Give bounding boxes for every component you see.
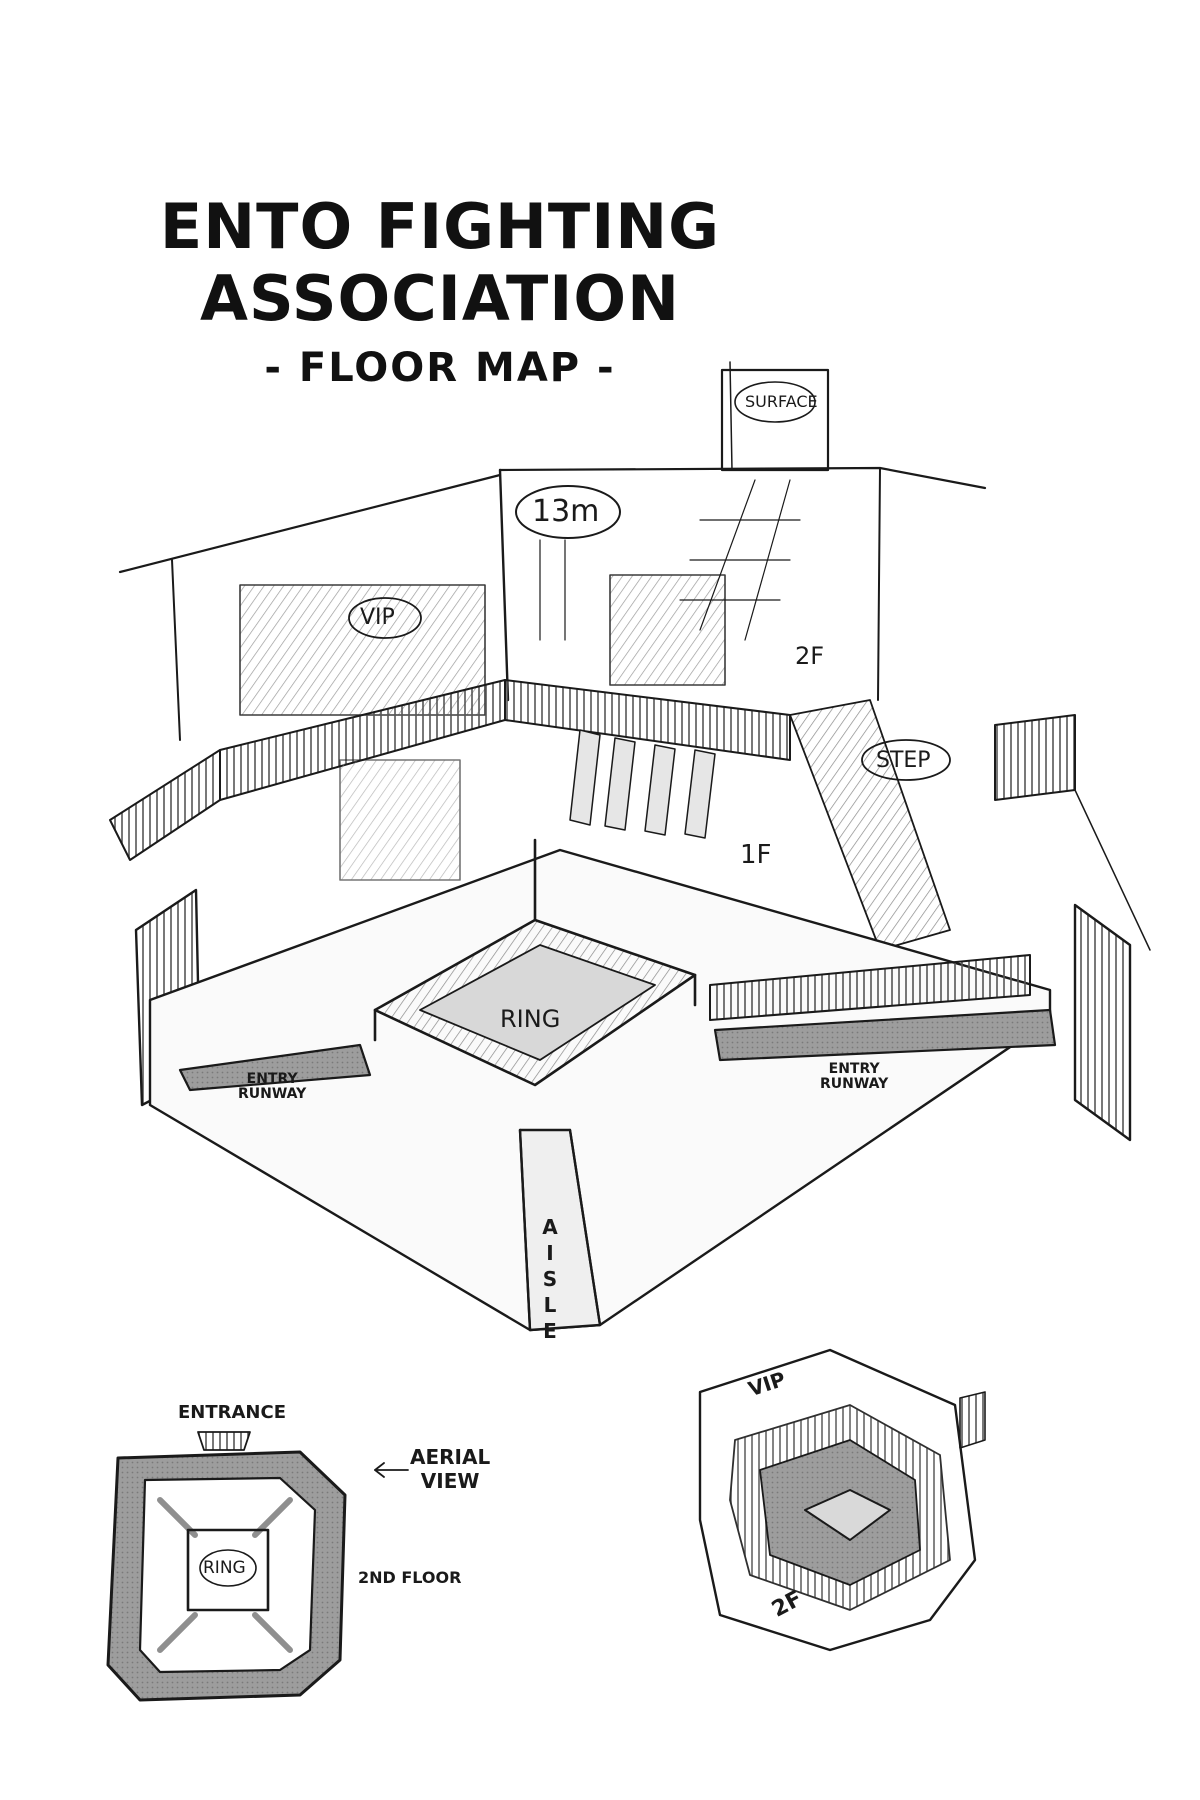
entry-runway-left-label: ENTRY RUNWAY bbox=[238, 1071, 307, 1102]
right-wall-railing bbox=[994, 714, 1076, 801]
mini-door bbox=[959, 1391, 986, 1449]
height-circle bbox=[515, 485, 621, 539]
main-isometric-sketch bbox=[109, 361, 1151, 1332]
page-title-line1: ENTO FIGHTING bbox=[159, 190, 721, 263]
mini-ring bbox=[804, 1489, 891, 1541]
page-subtitle: - FLOOR MAP - bbox=[264, 345, 616, 391]
entry-runway-left bbox=[178, 1043, 372, 1092]
aerial-ring bbox=[186, 1528, 270, 1612]
second-floor-label: 2F bbox=[795, 642, 825, 670]
entry-runway-right bbox=[713, 1008, 1057, 1062]
height-label: 13m bbox=[532, 494, 600, 529]
vip-circle bbox=[348, 597, 422, 639]
right-door bbox=[1073, 903, 1132, 1142]
entrance-label: ENTRANCE bbox=[178, 1402, 286, 1423]
lower-window bbox=[339, 759, 461, 881]
aerial-view-label: AERIAL VIEW bbox=[410, 1445, 491, 1493]
page-title-line2: ASSOCIATION bbox=[200, 262, 680, 335]
mini-3d-view bbox=[698, 1348, 986, 1652]
balcony-railing-right bbox=[504, 679, 791, 761]
back-wall-top-left bbox=[118, 473, 502, 574]
entry-runway-right-label: ENTRY RUNWAY bbox=[820, 1061, 889, 1092]
aerial-second-floor-label: 2ND FLOOR bbox=[358, 1568, 462, 1587]
ring-label: RING bbox=[500, 1005, 561, 1033]
ringside-railing bbox=[709, 954, 1031, 1021]
aerial-plan-sketch bbox=[106, 1431, 409, 1702]
vip-window-left bbox=[239, 584, 486, 716]
mini-outer-shell bbox=[698, 1348, 977, 1652]
surface-circle bbox=[734, 381, 816, 423]
hanging-banners bbox=[569, 729, 716, 839]
vip-window-right bbox=[609, 574, 726, 686]
vip-label: VIP bbox=[360, 605, 395, 630]
step-label: STEP bbox=[876, 748, 931, 773]
aerial-ring-label: RING bbox=[203, 1558, 246, 1578]
step-staircase bbox=[789, 699, 951, 951]
surface-label: SURFACE bbox=[745, 392, 818, 411]
ring-mat bbox=[419, 944, 656, 1061]
surface-sign-box bbox=[720, 368, 830, 472]
aisle-label: AISLE bbox=[538, 1215, 562, 1345]
stairwell-lines bbox=[679, 479, 801, 641]
balcony-railing-left bbox=[109, 749, 221, 861]
aerial-ring-circle bbox=[199, 1549, 257, 1587]
entrance-steps bbox=[197, 1431, 251, 1451]
first-floor-label: 1F bbox=[740, 840, 772, 870]
step-circle bbox=[861, 739, 951, 781]
